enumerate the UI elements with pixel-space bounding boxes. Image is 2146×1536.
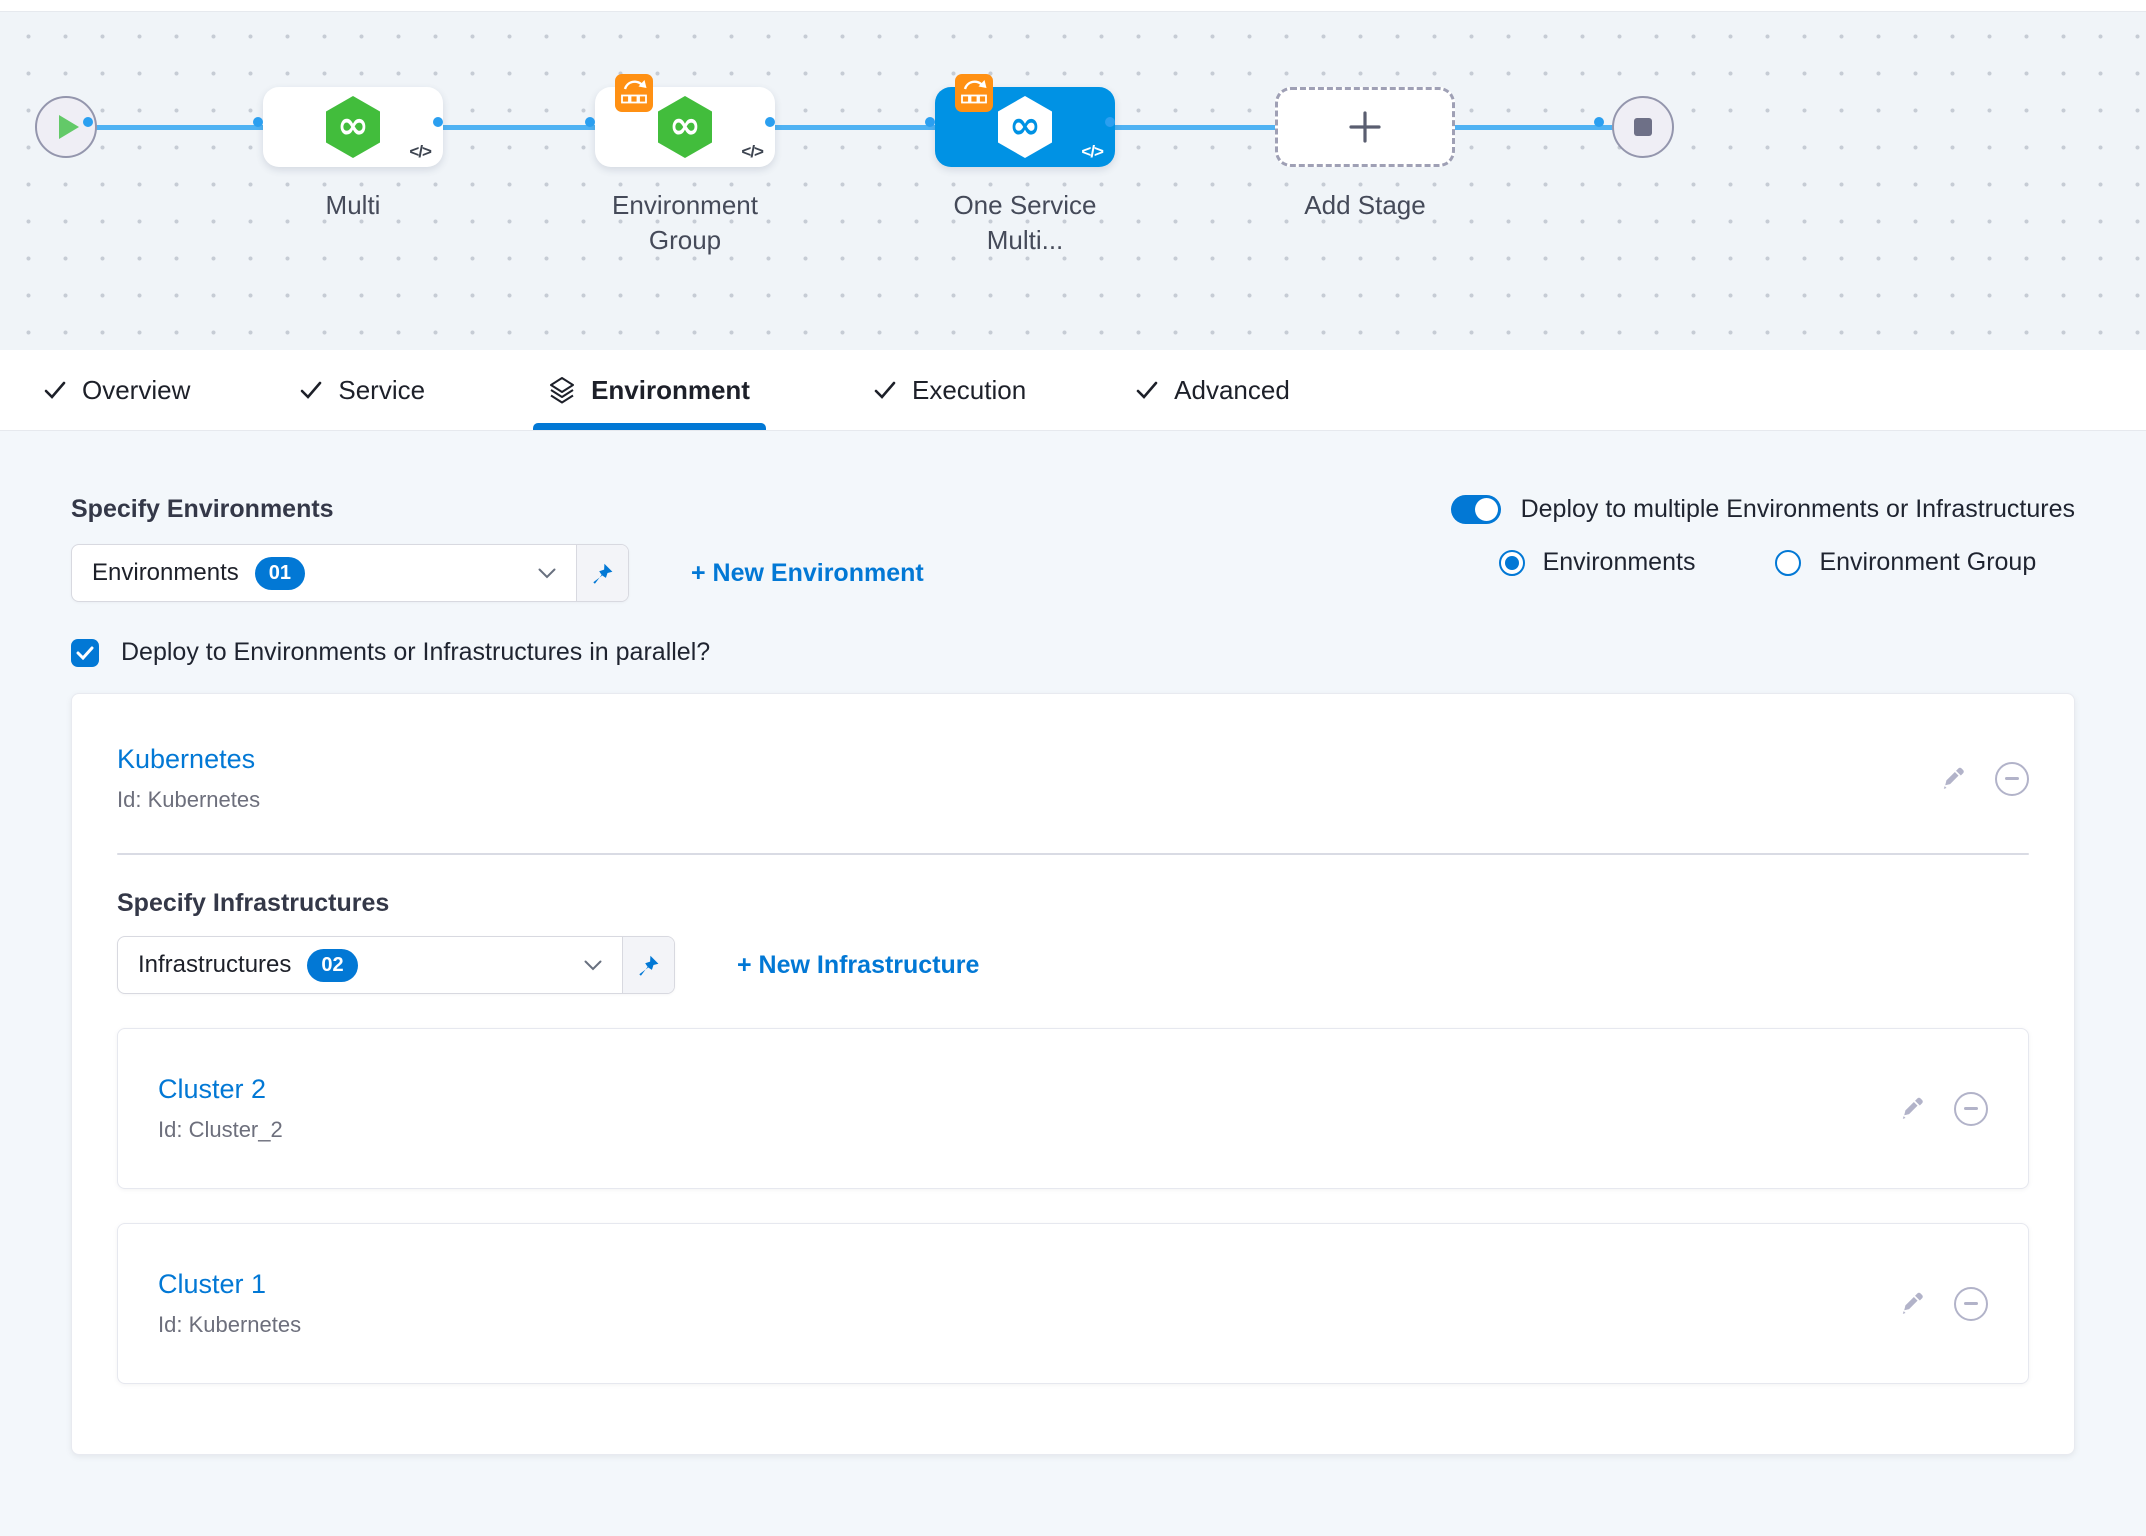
remove-infrastructure-button[interactable] [1954, 1286, 1988, 1321]
new-infrastructure-link[interactable]: + New Infrastructure [737, 950, 980, 979]
infrastructure-name-link[interactable]: Cluster 1 [158, 1269, 267, 1299]
harness-service-icon: ∞ [326, 96, 380, 158]
tab-label: Execution [911, 374, 1027, 405]
connector-dot [925, 117, 935, 127]
tab-execution[interactable]: Execution [874, 350, 1026, 430]
remove-infrastructure-button[interactable] [1954, 1091, 1988, 1126]
stage-tabbar: Overview Service Environment Execution A… [0, 350, 2146, 431]
environments-select-value: Environments [92, 559, 239, 586]
environment-card: Kubernetes Id: Kubernetes Specify Infras… [71, 693, 2075, 1455]
radio-environment-group-label: Environment Group [1819, 548, 2037, 576]
specify-environments-heading: Specify Environments [71, 495, 334, 523]
infrastructure-card: Cluster 2 Id: Cluster_2 [117, 1028, 2029, 1189]
code-icon: </> [1081, 142, 1104, 161]
infrastructures-select[interactable]: Infrastructures 02 [117, 936, 675, 994]
new-environment-link[interactable]: + New Environment [691, 558, 924, 587]
rolling-deployment-badge-icon [955, 74, 993, 112]
chevron-down-icon [538, 568, 556, 578]
infrastructure-name-link[interactable]: Cluster 2 [158, 1074, 267, 1104]
pipeline-canvas[interactable]: ∞ </> ∞ </> ∞ </> [0, 12, 2146, 350]
specify-infrastructures-heading: Specify Infrastructures [117, 889, 390, 917]
environments-select[interactable]: Environments 01 [71, 544, 629, 602]
card-divider [117, 853, 2029, 855]
stage-label: One Service Multi... [953, 190, 1097, 255]
check-icon [874, 381, 896, 399]
remove-environment-button[interactable] [1995, 761, 2029, 796]
edit-infrastructure-button[interactable] [1900, 1291, 1926, 1317]
pin-icon [593, 563, 613, 584]
environments-count-badge: 01 [254, 556, 305, 590]
connector-dot [433, 117, 443, 127]
infrastructure-card: Cluster 1 Id: Kubernetes [117, 1223, 2029, 1384]
code-icon: </> [741, 142, 764, 161]
deploy-multiple-toggle[interactable] [1450, 495, 1501, 524]
pin-input-type-button[interactable] [622, 937, 674, 993]
svg-text:∞: ∞ [669, 103, 701, 147]
harness-service-icon: ∞ [998, 96, 1052, 158]
deploy-multiple-label: Deploy to multiple Environments or Infra… [1520, 495, 2075, 523]
tab-label: Environment [591, 374, 750, 405]
tab-advanced[interactable]: Advanced [1136, 350, 1290, 430]
svg-text:∞: ∞ [337, 103, 369, 147]
pipeline-connector-line [93, 125, 1645, 130]
stage-label: Multi [325, 190, 381, 220]
environment-name-link[interactable]: Kubernetes [117, 744, 256, 774]
pin-icon [639, 955, 659, 976]
plus-icon [1349, 111, 1381, 143]
svg-text:∞: ∞ [1009, 103, 1041, 147]
stage-node-multi[interactable]: ∞ </> [263, 87, 443, 167]
tab-label: Advanced [1174, 374, 1290, 405]
layers-icon [550, 377, 575, 404]
add-stage-button[interactable] [1275, 87, 1455, 167]
check-icon [301, 381, 322, 399]
radio-environments-label: Environments [1542, 548, 1696, 576]
connector-dot [1105, 117, 1115, 127]
tab-environment[interactable]: Environment [533, 350, 766, 430]
tab-label: Overview [82, 374, 191, 405]
connector-dot [83, 117, 93, 127]
code-icon: </> [409, 142, 432, 161]
tab-service[interactable]: Service [300, 350, 425, 430]
play-icon [58, 115, 79, 139]
deploy-parallel-checkbox[interactable] [71, 638, 99, 667]
infrastructure-id: Id: Cluster_2 [158, 1117, 283, 1142]
connector-dot [765, 117, 775, 127]
edit-environment-button[interactable] [1941, 766, 1967, 792]
pin-input-type-button[interactable] [576, 545, 628, 601]
deploy-parallel-label: Deploy to Environments or Infrastructure… [121, 638, 711, 666]
connector-dot [1594, 117, 1604, 127]
environment-tab-panel: Specify Environments Environments 01 + N… [0, 431, 2146, 1455]
minus-icon [1964, 1302, 1978, 1305]
chevron-down-icon [584, 960, 602, 970]
rolling-deployment-badge-icon [615, 74, 653, 112]
tab-label: Service [338, 374, 426, 405]
radio-environments[interactable] [1498, 549, 1525, 576]
top-strip [0, 0, 2146, 12]
minus-icon [2005, 777, 2019, 780]
pipeline-start-button[interactable] [35, 96, 97, 158]
stage-node-one-service-multi[interactable]: ∞ </> [935, 87, 1115, 167]
connector-dot [585, 117, 595, 127]
infrastructures-count-badge: 02 [307, 948, 358, 982]
harness-service-icon: ∞ [658, 96, 712, 158]
toggle-knob [1474, 498, 1498, 521]
check-icon [1136, 381, 1158, 399]
stage-label: Environment Group [612, 190, 758, 255]
check-icon [44, 381, 66, 399]
tab-overview[interactable]: Overview [44, 350, 190, 430]
add-stage-label: Add Stage [1304, 190, 1426, 220]
edit-infrastructure-button[interactable] [1900, 1096, 1926, 1122]
pipeline-end-button[interactable] [1612, 96, 1674, 158]
infrastructure-id: Id: Kubernetes [158, 1312, 302, 1337]
connector-dot [253, 117, 263, 127]
environment-id: Id: Kubernetes [117, 787, 261, 812]
radio-environment-group[interactable] [1775, 549, 1802, 576]
infrastructures-select-value: Infrastructures [138, 951, 292, 978]
check-icon [76, 646, 94, 660]
active-tab-underline [533, 423, 766, 430]
minus-icon [1964, 1107, 1978, 1110]
stop-icon [1634, 118, 1652, 136]
